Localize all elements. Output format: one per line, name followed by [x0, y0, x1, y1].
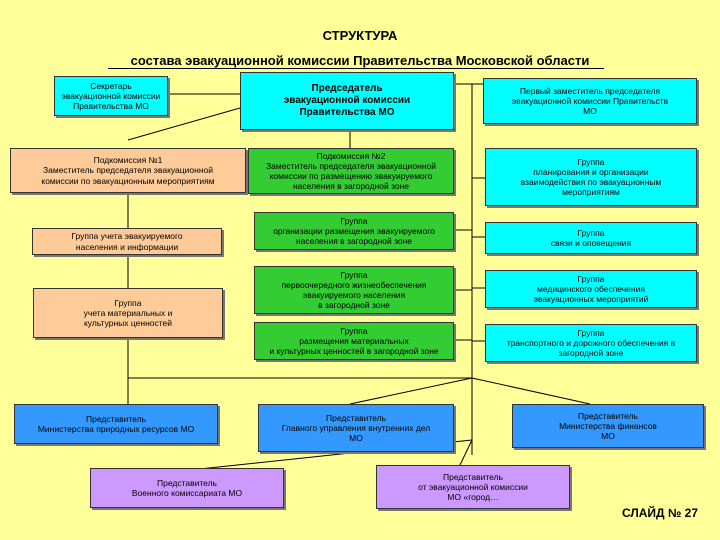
box-rep-natural-resources: Представитель Министерства природных рес…	[14, 404, 218, 444]
box-subcommission-2: Подкомиссия №2 Заместитель председателя …	[248, 148, 454, 194]
box-group-accounting-material: Группа учета материальных и культурных ц…	[33, 288, 223, 338]
box-chairman: Председатель эвакуационной комиссии Прав…	[240, 72, 454, 130]
link-finance	[471, 377, 591, 405]
diagram-subtitle: состава эвакуационной комиссии Правитель…	[130, 53, 590, 68]
box-group-transport: Группа транспортного и дорожного обеспеч…	[485, 324, 697, 362]
box-group-life-support: Группа первоочередного жизнеобеспечения …	[254, 266, 454, 314]
box-group-planning: Группа планирования и организации взаимо…	[485, 148, 697, 206]
box-group-placement: Группа организации размещения эвакуируем…	[254, 212, 454, 250]
box-subcommission-1: Подкомиссия №1 Заместитель председателя …	[10, 148, 246, 193]
box-group-accounting-people: Группа учета эвакуируемого населения и и…	[32, 228, 222, 255]
box-rep-internal-affairs: Представитель Главного управления внутре…	[258, 404, 454, 452]
box-group-medical: Группа медицинского обеспечения эвакуаци…	[485, 270, 697, 308]
box-rep-military: Представитель Военного комиссариата МО	[90, 468, 284, 508]
diagram-title: СТРУКТУРА	[322, 28, 398, 43]
box-group-communication: Группа связи и оповещения	[485, 222, 697, 254]
link-city	[459, 439, 473, 466]
subtitle-underline	[108, 68, 604, 69]
box-rep-city: Представитель от эвакуационной комиссии …	[376, 465, 570, 509]
slide-number: СЛАЙД № 27	[621, 506, 698, 520]
box-rep-finance: Представитель Министерства финансов МО	[512, 404, 704, 448]
link-sub1	[127, 107, 241, 141]
box-secretary: Секретарь эвакуационной комиссии Правите…	[54, 76, 168, 116]
box-group-material-placement: Группа размещения материальных и культур…	[254, 322, 454, 360]
box-first-deputy: Первый заместитель председателя эвакуаци…	[483, 78, 697, 124]
link-internal-affairs	[349, 377, 473, 405]
